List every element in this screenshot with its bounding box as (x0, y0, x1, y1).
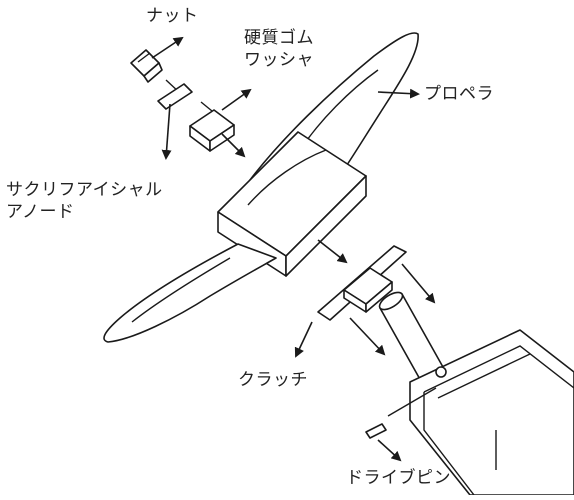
anode-label-line2: アノード (6, 202, 75, 222)
anode-label-line1: サクリフアイシャル (6, 180, 163, 200)
clutch-label: クラッチ (238, 370, 308, 390)
nut-part (130, 49, 163, 83)
propeller-arrow (377, 88, 420, 99)
clutch-assembly-arrow (349, 317, 386, 356)
rubber-washer-part (157, 83, 193, 110)
drive-pin-part (365, 387, 437, 439)
drive-pin-label: ドライブピン (346, 468, 451, 488)
sacrificial-anode-part (189, 109, 235, 152)
washer-label-line2: ワッシャ (244, 50, 314, 70)
axis-guide (200, 101, 213, 112)
propeller-label: プロペラ (424, 84, 494, 104)
nut-arrow (151, 36, 184, 59)
clutch-arrow (294, 321, 313, 358)
gear-case-part (409, 329, 574, 496)
anode-assembly-arrow (221, 133, 246, 158)
washer-label-line1: 硬質ゴム (244, 28, 314, 48)
anode-arrow (161, 103, 172, 160)
clutch-part (317, 245, 407, 321)
propeller-part (103, 32, 419, 343)
clutch-in-arrow (317, 239, 348, 264)
nut-label: ナット (146, 6, 199, 26)
drive-pin-arrow (377, 439, 402, 462)
shaft-arrow (401, 263, 436, 304)
washer-arrow (221, 88, 252, 111)
